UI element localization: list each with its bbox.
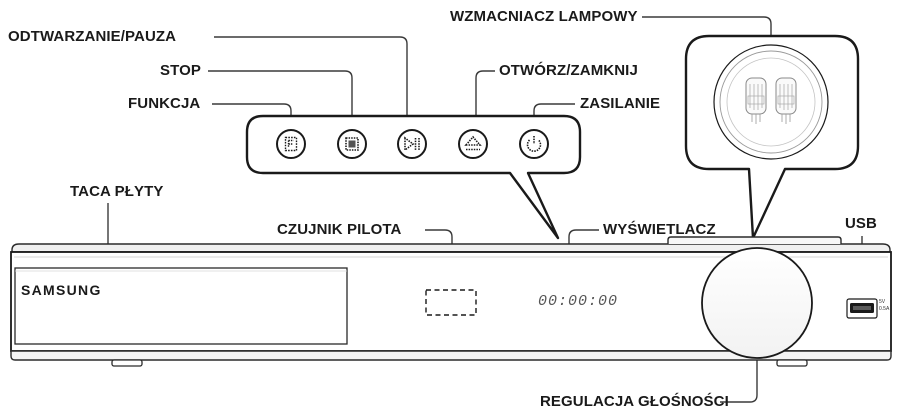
- stop-icon: [345, 137, 359, 151]
- label-remote-sensor: CZUJNIK PILOTA: [277, 221, 402, 238]
- power-button[interactable]: [519, 129, 549, 159]
- disc-tray[interactable]: [14, 267, 348, 345]
- volume-knob[interactable]: [701, 247, 813, 359]
- tube-amp-callout: [684, 34, 860, 240]
- label-function: FUNKCJA: [128, 95, 201, 112]
- brand-logo: SAMSUNG: [21, 282, 102, 298]
- play-pause-icon: [404, 136, 420, 152]
- label-disc-tray: TACA PŁYTY: [70, 183, 164, 200]
- function-icon: [284, 136, 298, 152]
- display-readout: 00:00:00: [538, 293, 619, 310]
- label-volume: REGULACJA GŁOŚNOŚCI: [540, 393, 729, 410]
- vacuum-tube-icon: [745, 77, 767, 124]
- label-stop: STOP: [160, 62, 201, 79]
- tube-amp-window: [713, 44, 829, 160]
- function-button[interactable]: [276, 129, 306, 159]
- play-pause-button[interactable]: [397, 129, 427, 159]
- usb-spec-current: 0.5A: [879, 306, 890, 312]
- remote-sensor-window: [425, 289, 477, 316]
- leader-lines: [107, 16, 863, 403]
- label-display: WYŚWIETLACZ: [603, 221, 716, 238]
- vacuum-tube-icon: [775, 77, 797, 124]
- eject-icon: [464, 135, 482, 151]
- usb-spec-voltage: 5V: [879, 299, 886, 305]
- usb-port[interactable]: [846, 298, 878, 319]
- button-callout: [245, 114, 582, 240]
- label-usb: USB: [845, 215, 877, 232]
- label-play-pause: ODTWARZANIE/PAUZA: [8, 28, 177, 45]
- open-close-button[interactable]: [458, 129, 488, 159]
- label-tube-amp: WZMACNIACZ LAMPOWY: [450, 8, 638, 25]
- stop-button[interactable]: [337, 129, 367, 159]
- power-icon: [526, 136, 542, 152]
- label-power: ZASILANIE: [580, 95, 661, 112]
- label-open-close: OTWÓRZ/ZAMKNIJ: [499, 62, 638, 79]
